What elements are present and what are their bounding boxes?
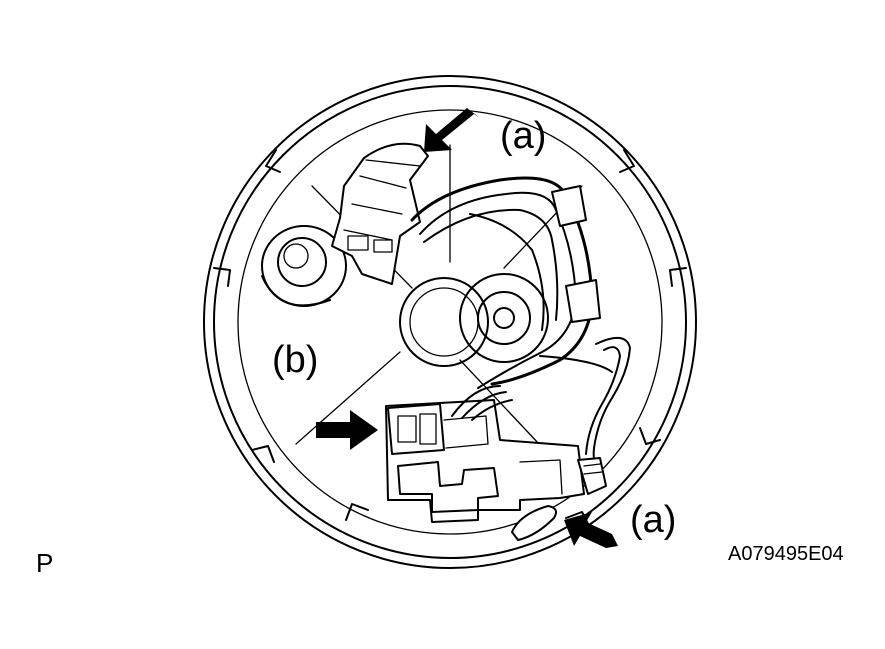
lower-connector <box>511 457 607 541</box>
figure-code: A079495E04 <box>728 543 844 565</box>
arrow-icon <box>316 410 378 450</box>
label-a-bottom: (a) <box>630 499 676 541</box>
arrow-icon <box>564 512 618 548</box>
central-hub <box>399 277 489 367</box>
label-a-top: (a) <box>500 115 546 157</box>
wire-harness <box>410 176 601 389</box>
arrow-icon <box>424 108 480 152</box>
corner-mark: P <box>36 548 53 578</box>
right-port <box>459 273 549 363</box>
terminal-assembly <box>385 385 585 523</box>
upper-connector <box>331 142 429 285</box>
outer-flange <box>203 75 697 569</box>
left-port <box>261 225 347 307</box>
label-b: (b) <box>272 339 318 381</box>
